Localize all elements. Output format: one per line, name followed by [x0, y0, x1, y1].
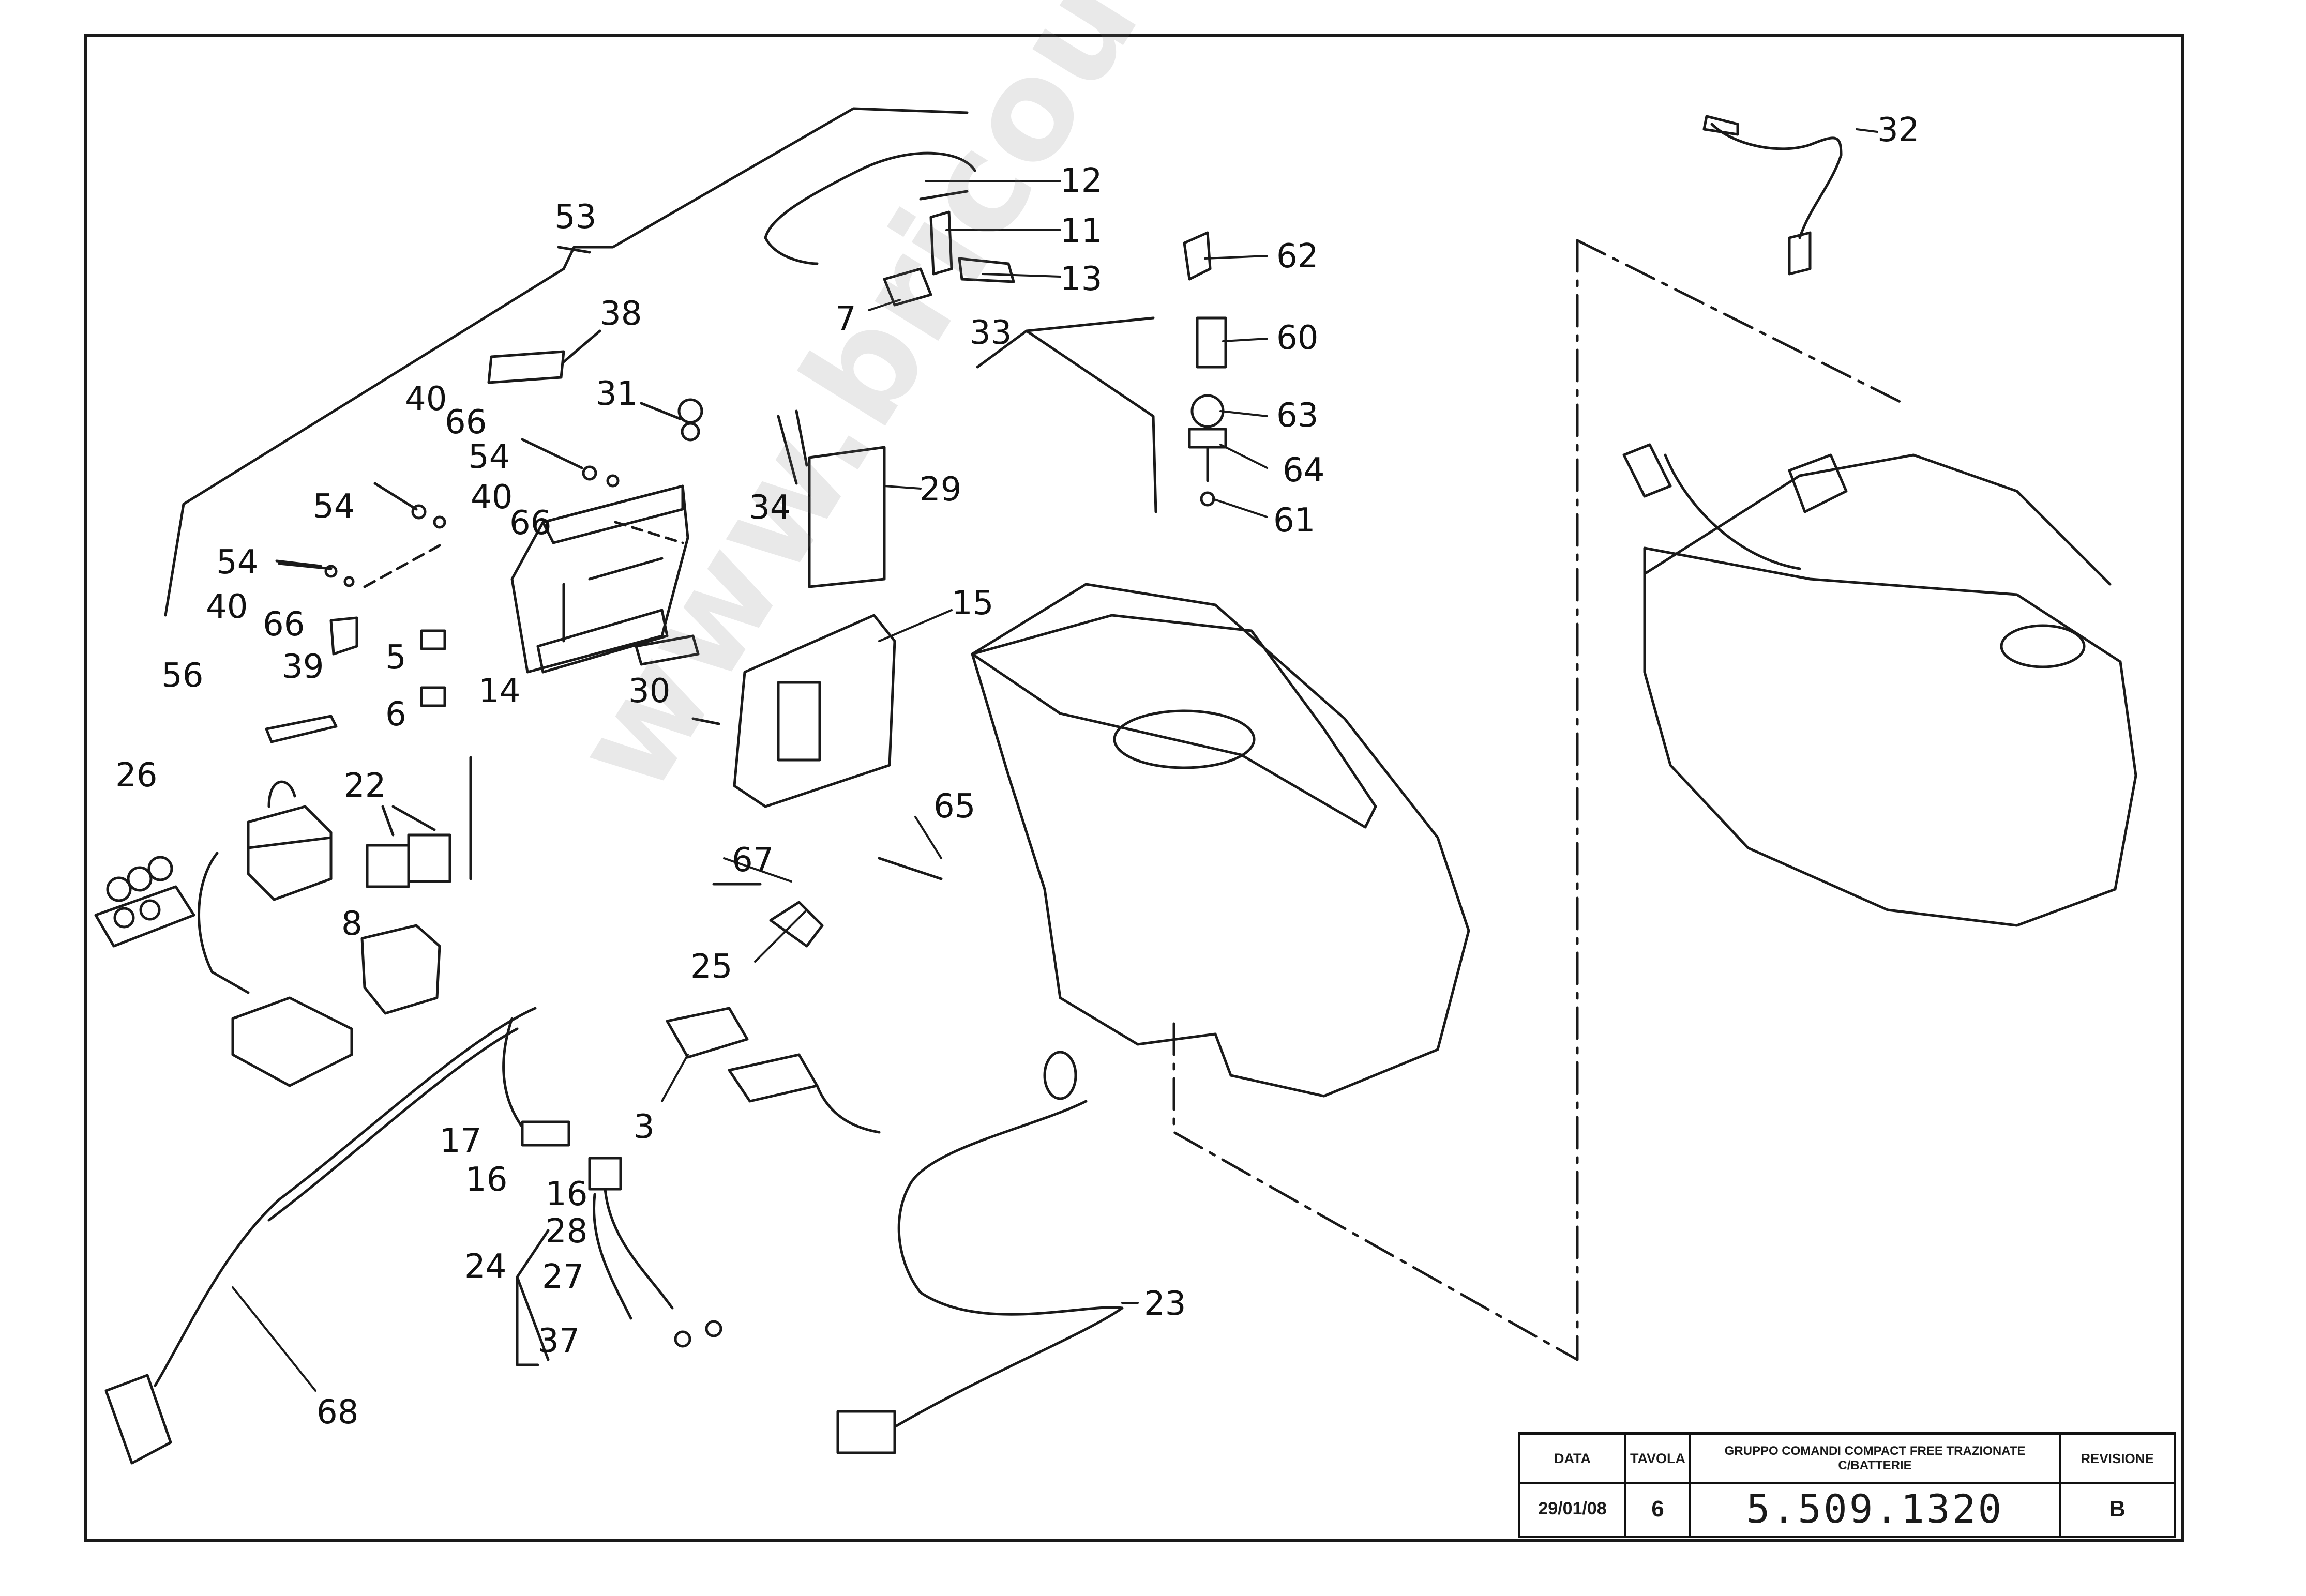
switch-7 [883, 267, 932, 307]
relay-8 [360, 924, 441, 1015]
power-cord-23 [893, 1100, 1124, 1428]
handle-12 [764, 151, 976, 265]
part-label-11: 11 [1060, 212, 1103, 250]
part-label-17: 17 [440, 1122, 482, 1160]
label-plate-38 [487, 350, 565, 384]
part-label-40: 40 [405, 380, 447, 418]
part-label-13: 13 [1060, 260, 1103, 298]
part-label-22: 22 [344, 767, 386, 805]
part-label-3: 3 [634, 1108, 655, 1146]
connector-box [231, 996, 353, 1087]
group-33-bracket [976, 316, 1157, 513]
part-label-32: 32 [1877, 111, 1920, 149]
grille-30 [635, 634, 700, 666]
part-label-40: 40 [471, 478, 513, 516]
revision-value: B [2109, 1496, 2126, 1522]
fuse-block-26 [94, 856, 195, 948]
revision-header: REVISIONE [2061, 1435, 2174, 1484]
part-label-34: 34 [749, 489, 791, 527]
tavola-value: 6 [1651, 1496, 1664, 1522]
part-label-66: 66 [445, 403, 487, 442]
key-switch-31 [677, 398, 703, 424]
part-39 [329, 616, 358, 656]
spring-60 [1196, 316, 1227, 369]
part-label-23: 23 [1144, 1285, 1186, 1323]
cover-29 [808, 446, 886, 588]
part-label-30: 30 [628, 672, 671, 710]
part-label-54: 54 [216, 543, 259, 582]
title-block-date-cell: DATA 29/01/08 [1520, 1435, 1626, 1536]
cable-32 [1710, 123, 1843, 239]
part-label-54: 54 [468, 438, 510, 476]
title-block-title-cell: GRUPPO COMANDI COMPACT FREE TRAZIONATE C… [1691, 1435, 2061, 1536]
part-label-63: 63 [1276, 397, 1319, 435]
connector-3 [666, 1007, 749, 1059]
date-value: 29/01/08 [1538, 1499, 1607, 1518]
part-label-56: 56 [161, 657, 204, 695]
part-label-25: 25 [690, 948, 733, 986]
part-label-24: 24 [464, 1248, 507, 1286]
part-label-33: 33 [970, 314, 1012, 352]
tavola-header: TAVOLA [1626, 1435, 1689, 1484]
drawing-frame [84, 34, 2184, 1542]
machine-body-shell [971, 583, 1470, 1098]
title-block-tavola-cell: TAVOLA 6 [1626, 1435, 1691, 1536]
control-housing-14 [510, 484, 689, 674]
switch-6 [420, 686, 446, 707]
part-label-68: 68 [316, 1393, 359, 1432]
part-label-40: 40 [206, 588, 248, 626]
title-block-revision-cell: REVISIONE B [2061, 1435, 2174, 1536]
knob-63 [1190, 394, 1225, 428]
part-label-62: 62 [1276, 237, 1319, 276]
part-label-61: 61 [1273, 501, 1316, 540]
part-label-54: 54 [313, 488, 355, 526]
part-label-38: 38 [600, 295, 642, 333]
harness-68 [154, 1007, 537, 1387]
part-label-29: 29 [920, 470, 962, 509]
date-header: DATA [1520, 1435, 1624, 1484]
relays-22 [366, 833, 451, 888]
relay-holder [198, 780, 333, 994]
part-label-12: 12 [1060, 162, 1103, 200]
title-block: DATA 29/01/08 TAVOLA 6 GRUPPO COMANDI CO… [1518, 1432, 2176, 1538]
panel-15 [733, 614, 896, 808]
group-53-bracket [164, 107, 969, 617]
part-label-27: 27 [542, 1258, 584, 1296]
part-label-37: 37 [538, 1322, 580, 1360]
switch-5 [420, 629, 446, 650]
part-label-39: 39 [282, 648, 324, 686]
part-label-66: 66 [509, 504, 552, 542]
part-label-60: 60 [1276, 319, 1319, 357]
rod-65 [878, 857, 943, 880]
part-label-64: 64 [1283, 451, 1325, 490]
bracket-62 [1183, 231, 1212, 281]
spring-11 [929, 210, 953, 276]
part-label-8: 8 [341, 905, 363, 943]
part-label-14: 14 [478, 672, 521, 710]
drawing-title: GRUPPO COMANDI COMPACT FREE TRAZIONATE C… [1691, 1435, 2059, 1484]
part-label-16: 16 [546, 1175, 588, 1213]
part-label-67: 67 [732, 841, 774, 879]
bracket-25 [769, 901, 824, 948]
bracket-13 [958, 257, 1015, 283]
drawing-code: 5.509.1320 [1746, 1486, 2004, 1532]
part-label-66: 66 [263, 605, 305, 644]
part-label-16: 16 [465, 1161, 508, 1199]
part-label-53: 53 [554, 198, 597, 236]
part-label-26: 26 [115, 756, 158, 795]
part-label-15: 15 [952, 584, 994, 622]
part-label-31: 31 [596, 375, 638, 413]
part-label-5: 5 [385, 639, 406, 677]
battery-tank-assembly [1622, 443, 2137, 927]
part-label-28: 28 [546, 1212, 588, 1251]
part-label-7: 7 [835, 300, 856, 338]
part-label-65: 65 [933, 787, 976, 826]
strip-56 [265, 715, 338, 743]
part-label-6: 6 [385, 695, 406, 734]
